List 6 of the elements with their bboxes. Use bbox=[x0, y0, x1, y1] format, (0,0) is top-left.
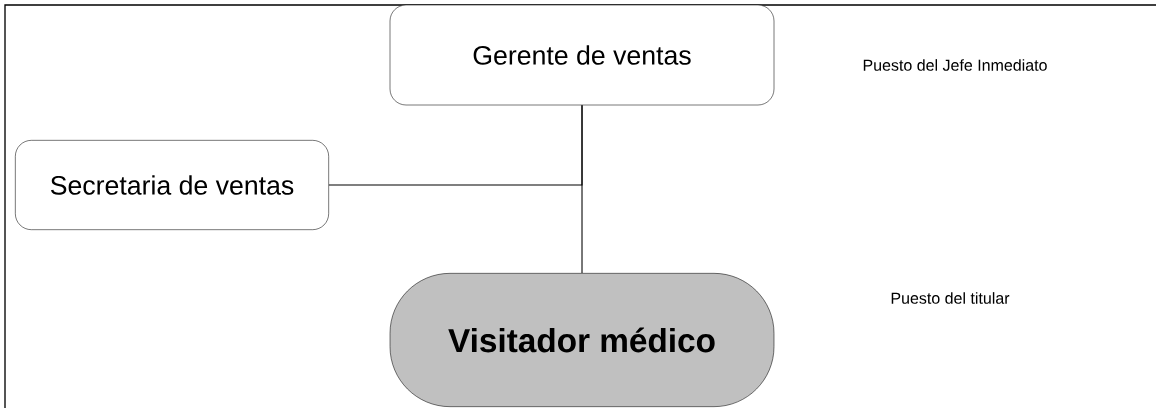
rounded-box: Gerente de ventas bbox=[389, 4, 775, 106]
rounded-box: Secretaria de ventas bbox=[15, 140, 329, 230]
pill-box: Visitador médico bbox=[389, 273, 775, 407]
position-note: Puesto del Jefe Inmediato bbox=[863, 59, 1047, 71]
connector-line bbox=[328, 104, 583, 186]
position-note: Puesto del titular bbox=[891, 292, 1010, 304]
